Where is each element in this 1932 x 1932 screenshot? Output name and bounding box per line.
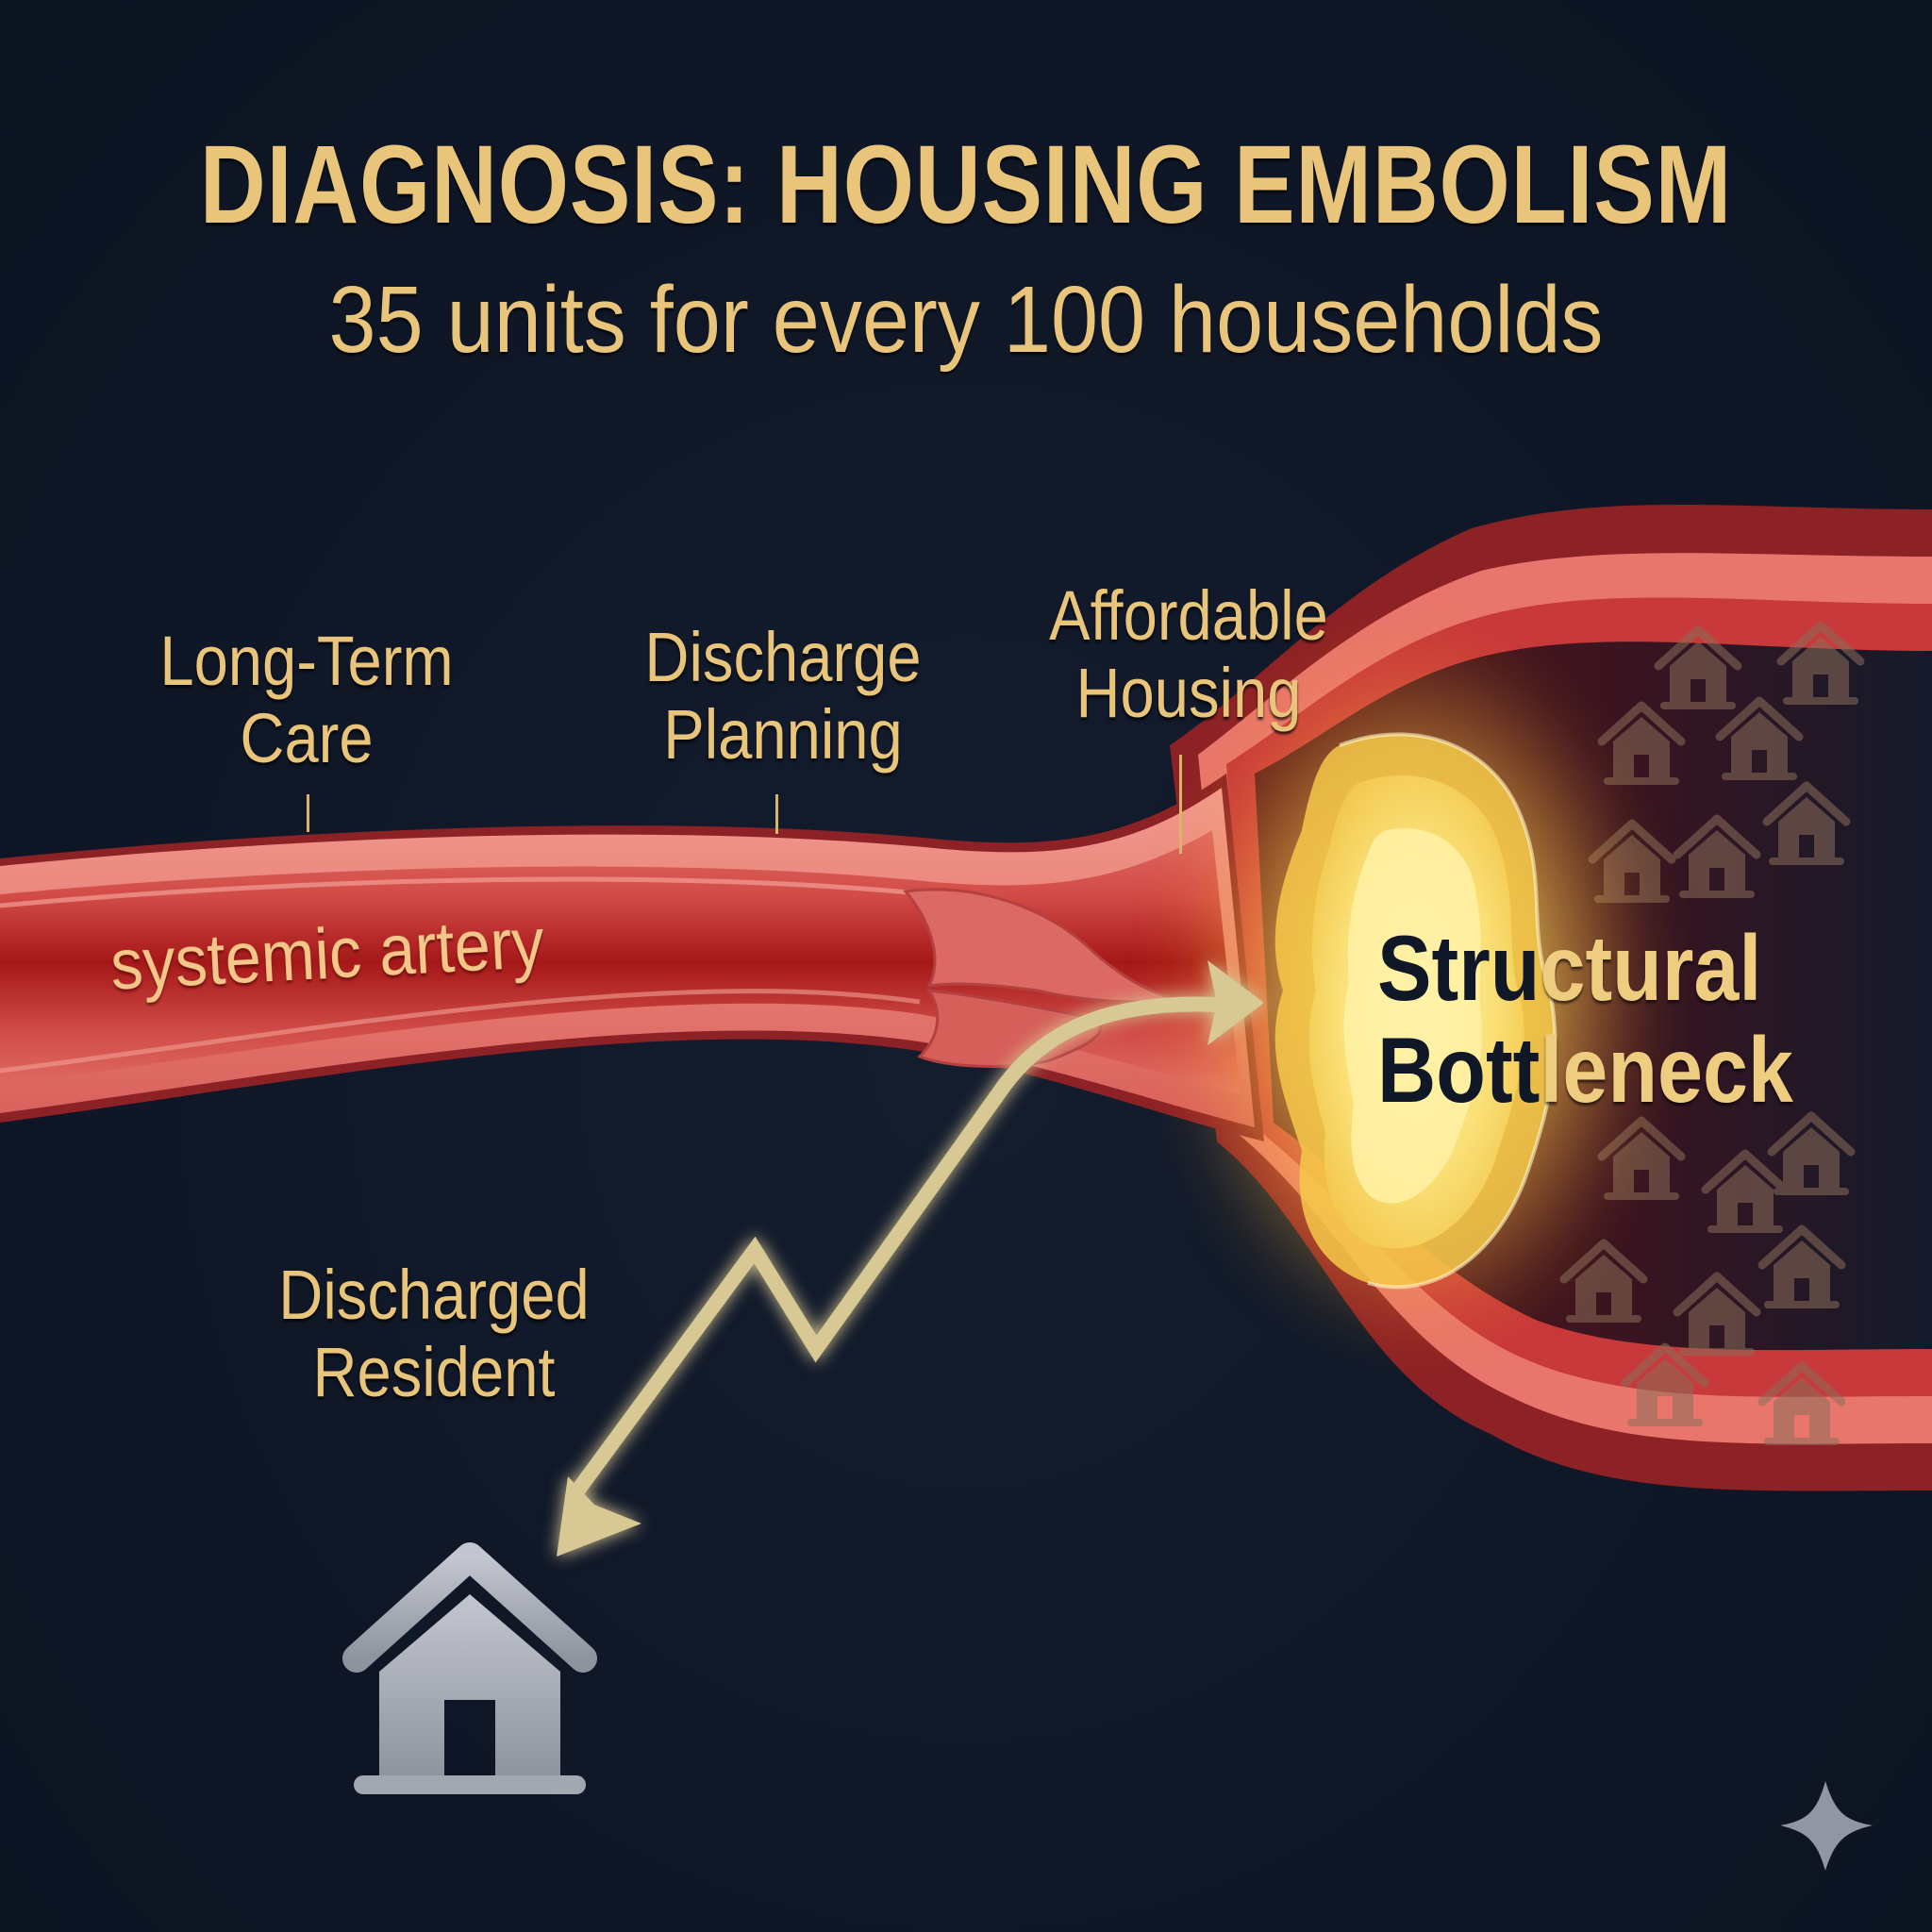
page-subtitle: 35 units for every 100 households (328, 267, 1604, 373)
bottleneck-line-2: Bottleneck (1377, 1019, 1793, 1121)
bottleneck-text: ctural (1540, 916, 1762, 1020)
label-long-term-care: Long-Term Care (149, 623, 464, 777)
bottleneck-text: leneck (1540, 1018, 1793, 1122)
page-title: DIAGNOSIS: HOUSING EMBOLISM (199, 123, 1733, 247)
label-discharge-planning: Discharge Planning (625, 619, 941, 774)
bottleneck-label: Structural Bottleneck (1377, 917, 1793, 1121)
label-line: Resident (312, 1333, 556, 1411)
label-line: Planning (663, 695, 903, 774)
label-line: Discharge (644, 618, 922, 696)
systemic-artery (0, 774, 1264, 1141)
label-line: Care (240, 699, 374, 777)
tick-long-term-care (307, 794, 309, 832)
tick-discharge-planning (775, 794, 778, 834)
embolism-clot (1170, 632, 1660, 1349)
label-line: Housing (1075, 654, 1302, 732)
tick-affordable-housing (1179, 755, 1182, 854)
bottleneck-text: Bott (1377, 1018, 1541, 1122)
bottleneck-line-1: Structural (1377, 917, 1793, 1019)
label-line: Discharged (278, 1256, 590, 1334)
label-line: Long-Term (159, 622, 454, 700)
label-line: Affordable (1049, 576, 1328, 655)
zigzag-arrow (557, 960, 1264, 1557)
resident-house-icon (342, 1542, 597, 1794)
label-discharged-resident: Discharged Resident (259, 1257, 608, 1411)
bottleneck-text: Stru (1377, 916, 1541, 1020)
sparkle-icon (1780, 1781, 1873, 1871)
label-affordable-housing: Affordable Housing (1031, 577, 1346, 732)
